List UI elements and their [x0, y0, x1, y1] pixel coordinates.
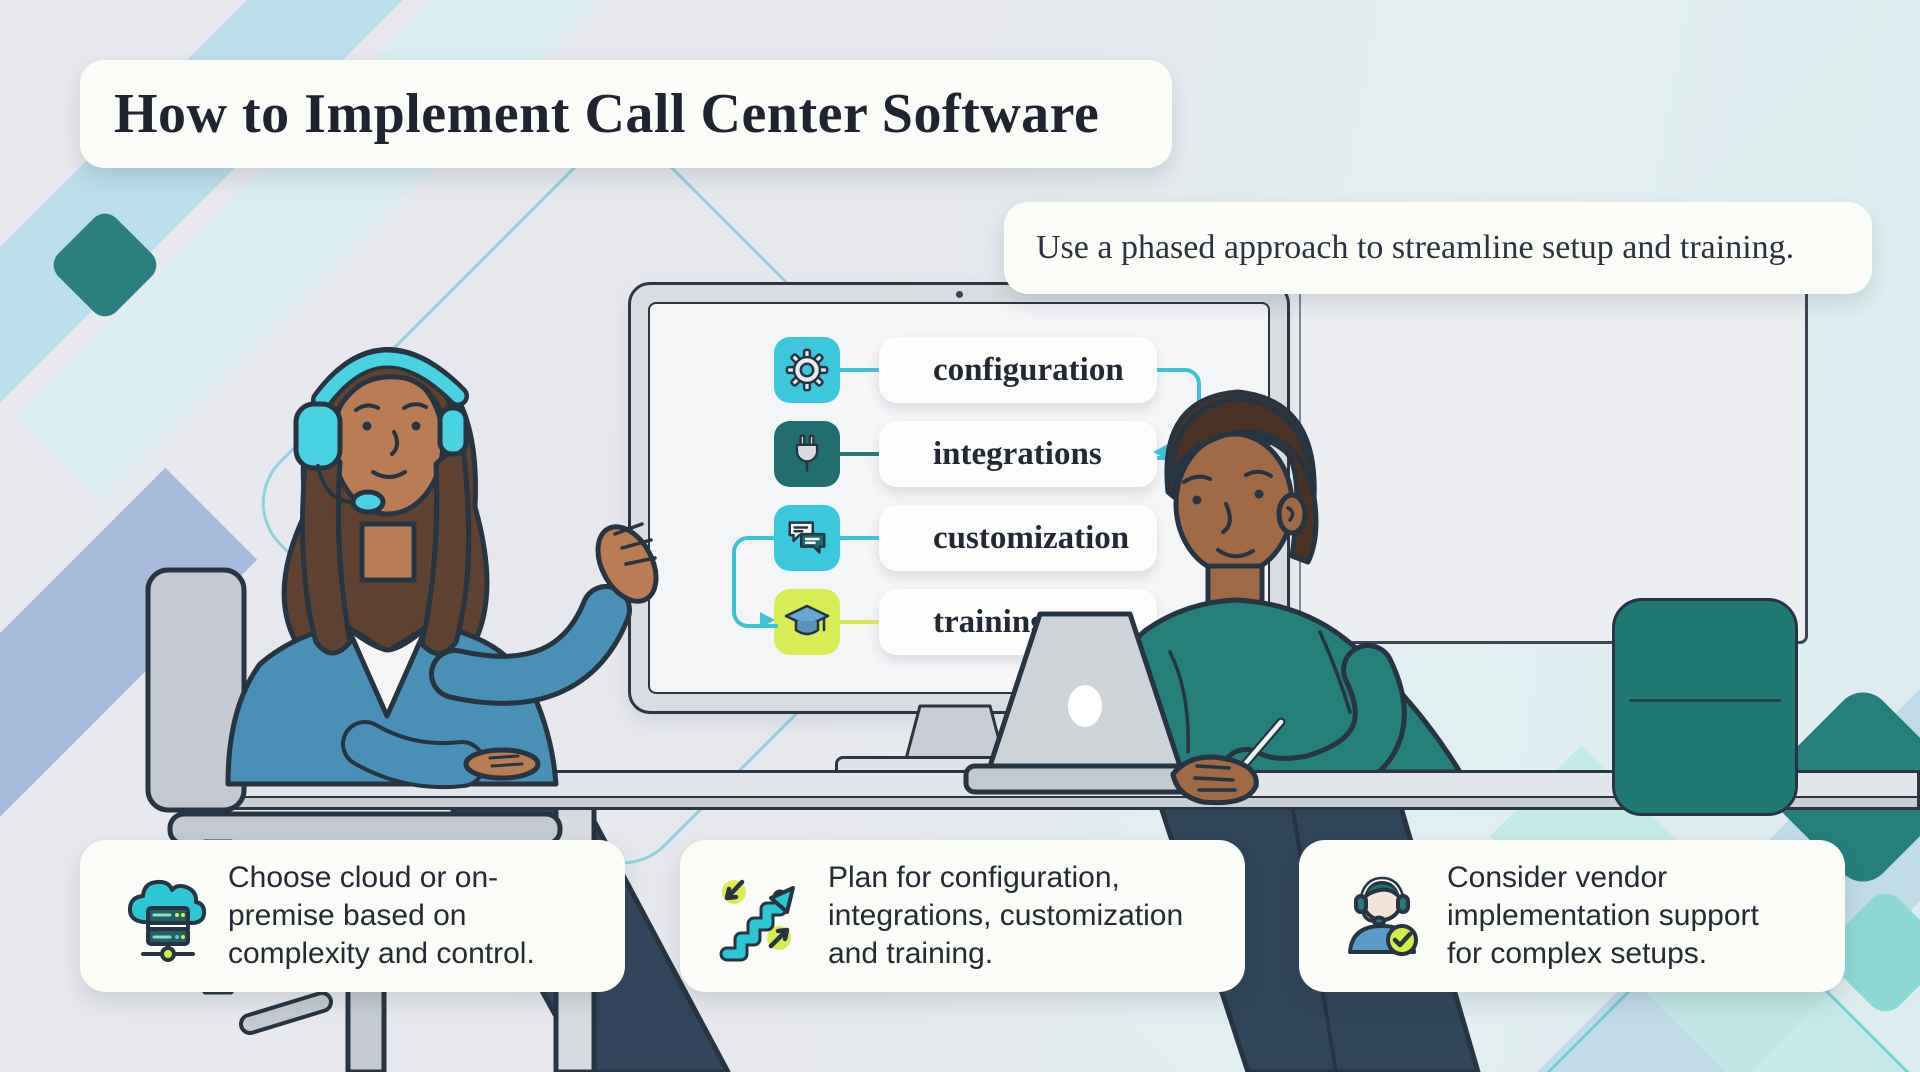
- tip-text: Choose cloud or on-premise based on comp…: [228, 861, 535, 970]
- callout-text: Use a phased approach to streamline setu…: [1036, 229, 1795, 266]
- step-tile-customization: [774, 505, 840, 571]
- cloud-server-icon: [127, 879, 207, 962]
- tip-card-vendor-support: Consider vendor implementation support f…: [1299, 840, 1845, 992]
- arrowhead-right-icon: [760, 612, 775, 628]
- connector-integrations: [840, 452, 879, 456]
- stairs-growth-icon: [719, 879, 795, 962]
- whiteboard-panel: [1282, 236, 1808, 644]
- man-chair-back: [1612, 598, 1798, 816]
- tip-text: Consider vendor implementation support f…: [1447, 861, 1759, 970]
- step-tile-integrations: [774, 421, 840, 487]
- man-hand-with-pen: [1170, 717, 1286, 806]
- connector-loop-left: [732, 536, 778, 628]
- plug-icon: [795, 434, 819, 472]
- chat-bubbles-icon: [788, 521, 826, 554]
- graduation-cap-icon: [784, 604, 830, 636]
- support-agent-check-icon: [1348, 875, 1418, 956]
- gear-icon: [785, 348, 829, 392]
- step-tile-configuration: [774, 337, 840, 403]
- tip-card-planning: Plan for configuration, integrations, cu…: [680, 840, 1245, 992]
- connector-configuration: [840, 368, 879, 372]
- webcam-dot-icon: [956, 291, 963, 298]
- arrowhead-left-icon: [1153, 444, 1168, 460]
- tip-icon-box: [1327, 870, 1437, 962]
- laptop-logo-icon: [1068, 685, 1102, 727]
- tip-icon-box: [708, 870, 818, 962]
- title-card: How to Implement Call Center Software: [80, 60, 1172, 168]
- step-label-customization: customization: [879, 505, 1157, 571]
- step-label-integrations: integrations: [879, 421, 1157, 487]
- man-face: [1173, 431, 1295, 577]
- step-label-configuration: configuration: [879, 337, 1157, 403]
- woman-headset: [293, 347, 469, 515]
- tip-icon-box: [108, 870, 218, 962]
- step-tile-training: [774, 589, 840, 655]
- woman-desk-hand: [463, 747, 541, 781]
- connector-customization: [840, 536, 879, 540]
- callout-card: Use a phased approach to streamline setu…: [1004, 202, 1872, 294]
- connector-training: [840, 620, 879, 624]
- woman-raised-hand: [595, 522, 659, 604]
- tip-card-deployment: Choose cloud or on-premise based on comp…: [80, 840, 625, 992]
- tip-text: Plan for configuration, integrations, cu…: [828, 861, 1184, 970]
- page-title: How to Implement Call Center Software: [114, 83, 1100, 145]
